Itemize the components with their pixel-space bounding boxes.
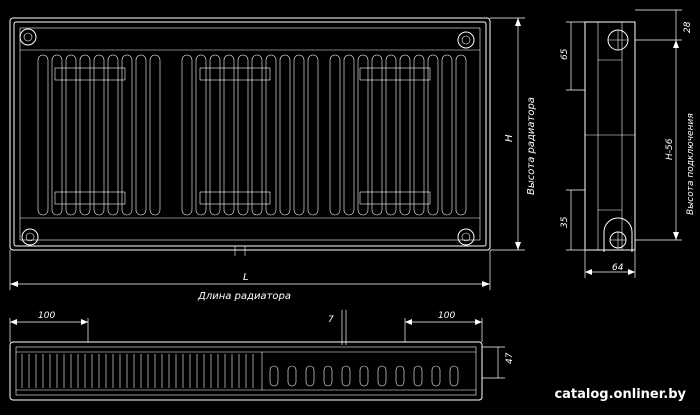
side-dimensions: 65 28 H-56 Высота подключения 35 64 — [560, 9, 696, 278]
length-dimension: L Длина радиатора — [9, 250, 491, 302]
height-dimension: H Высота радиатора — [490, 17, 537, 251]
fin — [413, 54, 425, 216]
length-symbol: L — [243, 272, 249, 283]
fin — [371, 54, 383, 216]
fin — [343, 54, 355, 216]
corner-plug-bottom-right-icon — [457, 228, 475, 246]
dim-7: 7 — [328, 315, 334, 325]
top-view — [9, 341, 483, 401]
fin — [51, 54, 63, 216]
fin — [293, 54, 305, 216]
dim-side-top: 65 — [560, 48, 570, 60]
fin — [455, 54, 467, 216]
fin — [181, 54, 193, 216]
dim-top-right: 100 — [438, 311, 455, 321]
fin — [427, 54, 439, 216]
fin — [329, 54, 341, 216]
fin — [251, 54, 263, 216]
length-caption: Длина радиатора — [197, 291, 291, 302]
fin — [135, 54, 147, 216]
top-slot — [269, 365, 279, 387]
side-top-valve-icon — [607, 29, 629, 51]
top-slot — [287, 365, 297, 387]
dim-hminus: H-56 — [665, 138, 675, 160]
fin — [93, 54, 105, 216]
top-view-fins — [21, 354, 254, 388]
watermark: catalog.onliner.by — [554, 387, 686, 402]
fin — [399, 54, 411, 216]
top-slot — [305, 365, 315, 387]
side-bottom-valve-icon — [603, 217, 633, 252]
dim-47: 47 — [505, 352, 515, 364]
fin — [37, 54, 49, 216]
top-view-slots — [269, 365, 459, 387]
dim-side-bottom: 35 — [560, 216, 570, 228]
fin — [149, 54, 161, 216]
fin — [441, 54, 453, 216]
fin — [195, 54, 207, 216]
connection-height-caption: Высота подключения — [686, 113, 696, 215]
height-caption: Высота радиатора — [526, 97, 537, 195]
fin — [65, 54, 77, 216]
fin — [223, 54, 235, 216]
side-view — [584, 21, 636, 252]
top-slot — [413, 365, 423, 387]
top-slot — [323, 365, 333, 387]
dim-top-left: 100 — [38, 311, 55, 321]
dim-side-top-right: 28 — [683, 21, 693, 33]
fin — [121, 54, 133, 216]
top-slot — [377, 365, 387, 387]
fin — [385, 54, 397, 216]
height-symbol: H — [504, 134, 515, 142]
top-slot — [395, 365, 405, 387]
top-slot — [449, 365, 459, 387]
corner-plug-top-right-icon — [457, 31, 475, 49]
dim-depth: 64 — [612, 263, 624, 273]
front-fins — [37, 54, 467, 216]
fin — [307, 54, 319, 216]
fin — [265, 54, 277, 216]
top-slot — [431, 365, 441, 387]
top-slot — [341, 365, 351, 387]
corner-plug-bottom-left-icon — [21, 228, 39, 246]
front-view — [9, 17, 491, 256]
fin — [107, 54, 119, 216]
fin — [209, 54, 221, 216]
fin — [357, 54, 369, 216]
top-dimensions: 100 100 7 47 — [9, 310, 515, 379]
fin — [237, 54, 249, 216]
fin — [79, 54, 91, 216]
corner-plug-top-left-icon — [19, 28, 37, 46]
fin — [279, 54, 291, 216]
top-slot — [359, 365, 369, 387]
